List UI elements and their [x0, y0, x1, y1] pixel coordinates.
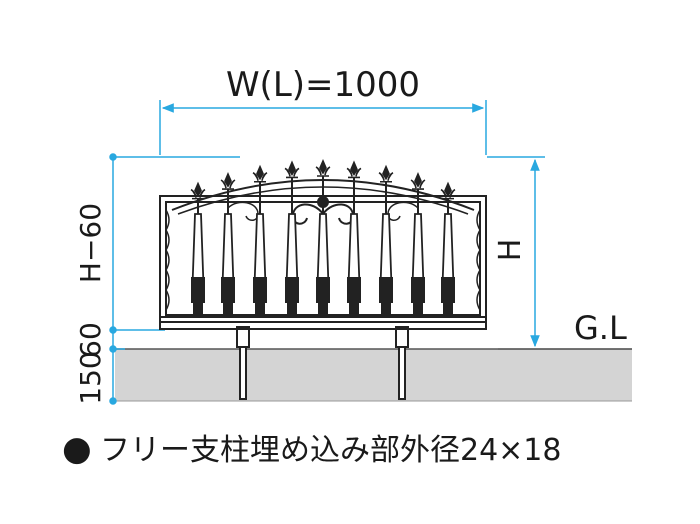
fence-picket: [411, 213, 425, 316]
finial-icon: [190, 181, 206, 214]
left-dim-h-minus-60: H−60: [74, 203, 107, 283]
ground-label: G.L: [574, 309, 627, 347]
finial-icon: [315, 158, 331, 214]
fence-picket: [441, 213, 455, 316]
finial-icon: [440, 181, 456, 214]
finial-icon: [378, 164, 394, 214]
fence-picket: [347, 213, 361, 316]
fence-picket: [379, 213, 393, 316]
width-dimension: [159, 100, 487, 155]
caption-bullet: ●: [62, 429, 92, 469]
width-label: W(L)=1000: [226, 65, 420, 105]
finial-icon: [220, 172, 236, 214]
ground-block: [115, 349, 632, 401]
fence-picket: [253, 213, 267, 316]
fence-panel: [159, 158, 487, 330]
left-dim-60: 60: [74, 322, 107, 358]
fence-picket: [316, 213, 330, 316]
fence-picket: [221, 213, 235, 316]
finial-icon: [252, 164, 268, 214]
fence-picket: [285, 213, 299, 316]
left-dim-150: 150: [74, 351, 107, 404]
left-dimension: [109, 153, 240, 405]
finial-icon: [410, 172, 426, 214]
height-label: H: [493, 239, 528, 262]
finial-icon: [346, 160, 362, 214]
height-dimension: [487, 156, 545, 348]
fence-picket: [191, 213, 205, 316]
caption-text: フリー支柱埋め込み部外径24×18: [100, 433, 561, 468]
support-posts: [236, 326, 409, 400]
finial-icon: [284, 160, 300, 214]
